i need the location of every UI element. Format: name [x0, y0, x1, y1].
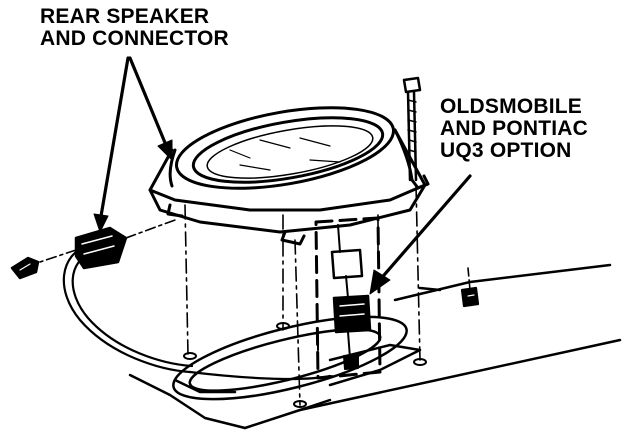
- olds-label-line-1: OLDSMOBILE: [440, 95, 582, 118]
- speaker-connector: [10, 219, 176, 280]
- rear-speaker-label: REAR SPEAKER AND CONNECTOR: [40, 6, 229, 50]
- rear-speaker-label-line-1: REAR SPEAKER: [40, 5, 210, 28]
- shelf-recess: [172, 315, 408, 401]
- olds-label-line-3: UQ3 OPTION: [440, 139, 572, 162]
- alignment-lines: [184, 184, 421, 406]
- screw-icon: [402, 76, 422, 182]
- mount-holes: [183, 322, 427, 408]
- speaker-housing: [148, 106, 430, 246]
- leader-arrows: [98, 56, 472, 284]
- uq3-module-box: [314, 216, 382, 380]
- arrowheads: [93, 139, 391, 295]
- olds-label-line-2: AND PONTIAC: [440, 117, 589, 140]
- olds-pontiac-label: OLDSMOBILE AND PONTIAC UQ3 OPTION: [440, 96, 588, 162]
- side-connector: [460, 267, 480, 308]
- rear-speaker-label-line-2: AND CONNECTOR: [40, 27, 229, 50]
